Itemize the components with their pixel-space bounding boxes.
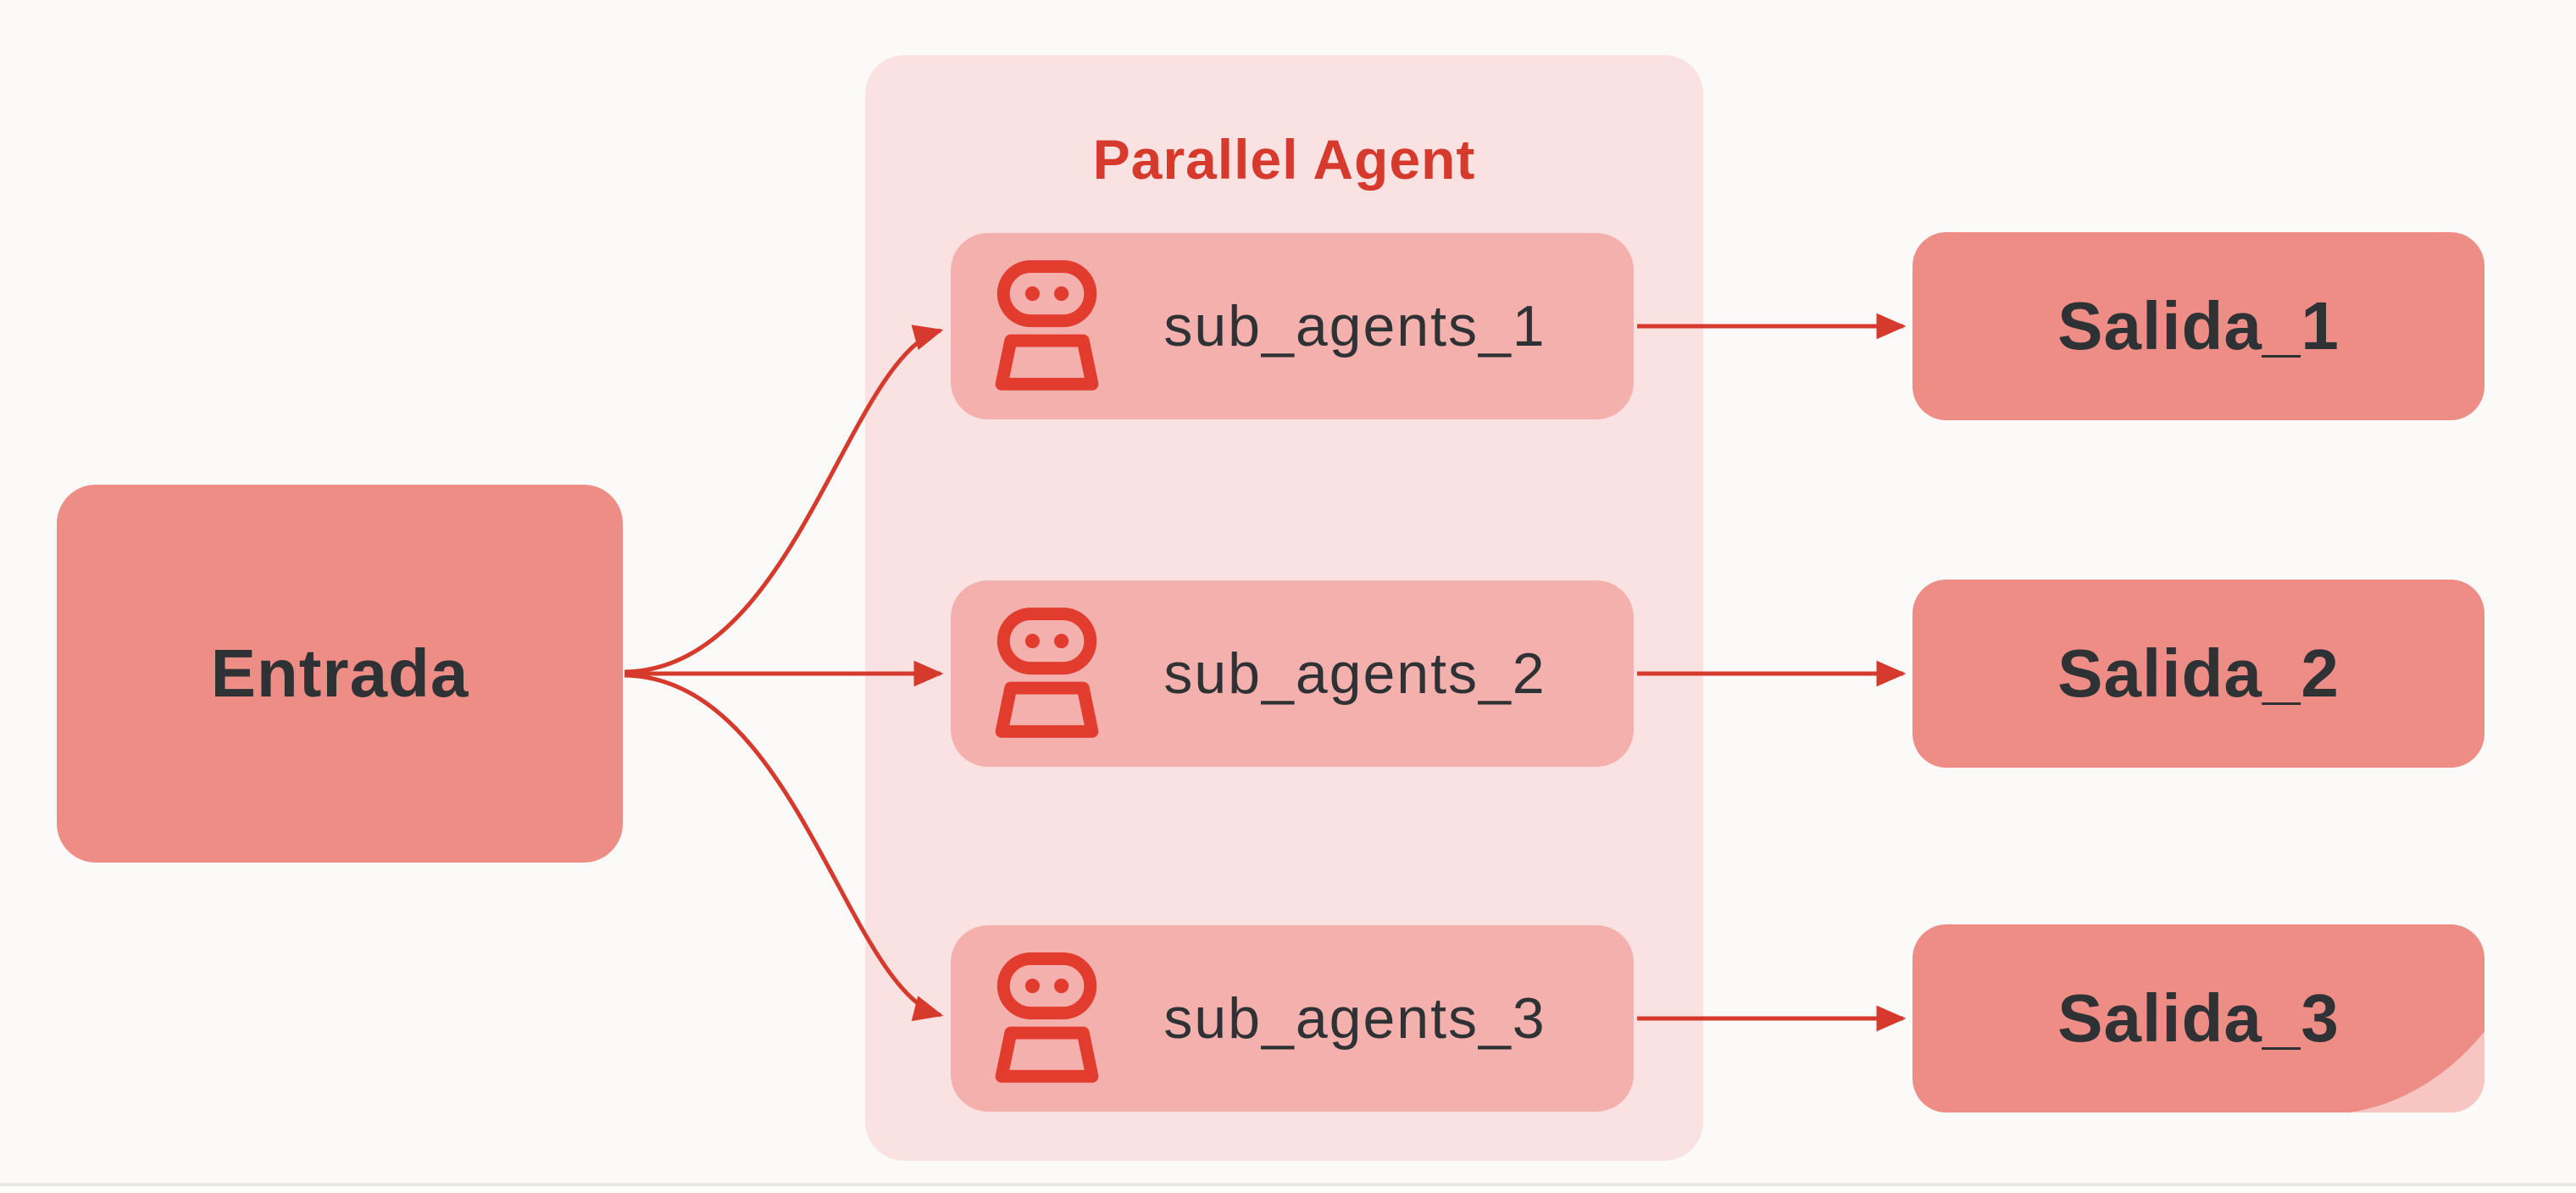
bottom-edge-line <box>0 1183 2576 1186</box>
arrow-input-to-sub3 <box>624 673 944 1022</box>
output-node-label: Salida_3 <box>2057 980 2340 1056</box>
bottom-edge-fade <box>0 1186 2576 1193</box>
arrow-input-to-sub1 <box>624 325 944 674</box>
robot-icon <box>995 952 1099 1083</box>
input-node-label: Entrada <box>210 635 469 711</box>
sub-agent-node-3: sub_agents_3 <box>951 925 1634 1112</box>
parallel-agent-title: Parallel Agent <box>1092 128 1476 191</box>
robot-icon <box>995 608 1099 738</box>
output-node-label: Salida_1 <box>2057 288 2340 363</box>
output-node-salida-2: Salida_2 <box>1913 580 2484 768</box>
output-node-salida-3: Salida_3 <box>1913 924 2484 1113</box>
sub-agent-node-1: sub_agents_1 <box>951 233 1634 419</box>
robot-icon <box>995 260 1099 391</box>
sub-agent-label: sub_agents_3 <box>1163 986 1546 1051</box>
input-node-entrada: Entrada <box>57 485 623 863</box>
output-node-salida-1: Salida_1 <box>1913 232 2484 420</box>
sub-agent-label: sub_agents_1 <box>1163 294 1546 358</box>
sub-agent-label: sub_agents_2 <box>1163 641 1546 706</box>
watermark-swoosh <box>2349 1031 2484 1113</box>
output-node-label: Salida_2 <box>2057 635 2340 711</box>
sub-agent-node-2: sub_agents_2 <box>951 580 1634 767</box>
